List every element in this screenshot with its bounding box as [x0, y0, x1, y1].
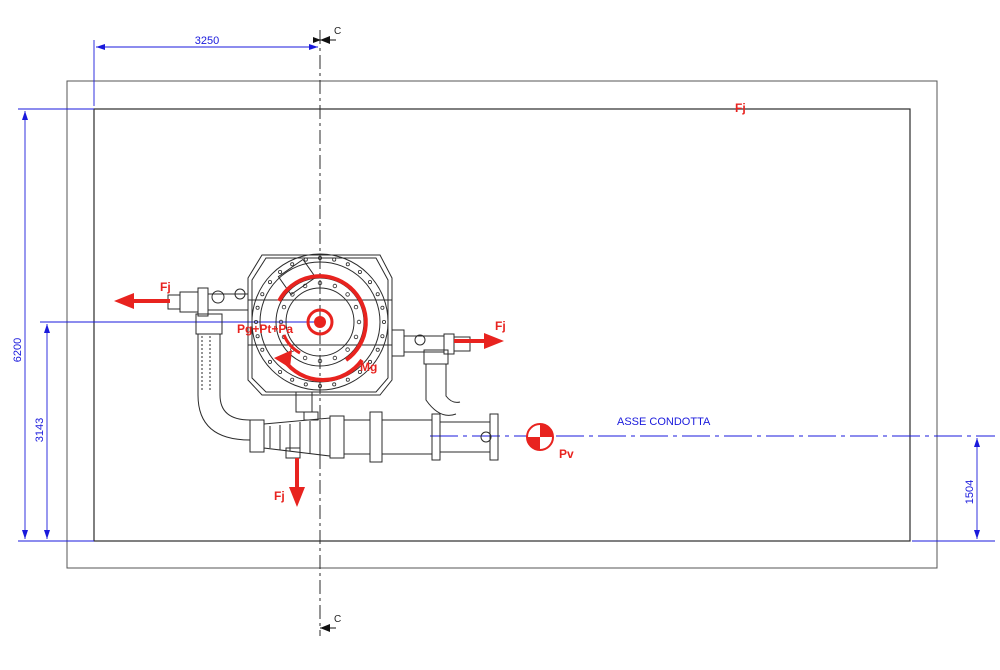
bolt-hole — [380, 305, 385, 310]
force-arrow-right — [454, 333, 504, 349]
bolt-hole — [353, 304, 359, 310]
bolt-hole — [253, 319, 258, 324]
bolt-hole — [356, 319, 362, 325]
bolt-hole — [332, 257, 337, 262]
bolt-hole — [345, 262, 350, 267]
bolt-hole — [260, 292, 265, 297]
bolt-hole — [357, 369, 362, 374]
bolt-hole — [345, 292, 350, 297]
valve-weight-label: Pv — [559, 447, 574, 461]
turbine-casing — [247, 253, 393, 396]
bolt-hole — [260, 347, 265, 352]
bolt-hole — [332, 355, 338, 361]
valve-weight-marker — [526, 423, 554, 451]
bolt-hole — [332, 382, 337, 387]
inner-bolt-ring — [278, 280, 362, 364]
penstock-pipe — [249, 391, 499, 463]
bolt-hole — [303, 257, 308, 262]
force-arrow-left — [114, 293, 170, 309]
bolt-hole — [255, 334, 260, 339]
section-label-top: C — [334, 26, 341, 37]
dimension-top-label: 3250 — [195, 35, 219, 47]
force-arrow-bottom — [289, 458, 305, 507]
section-mark-bottom: C — [320, 614, 341, 632]
bolt-hole — [278, 269, 283, 274]
section-mark-top: C — [313, 26, 341, 44]
casing-bolt-ring — [253, 255, 386, 388]
bolt-hole — [367, 280, 372, 285]
bolt-hole — [303, 382, 308, 387]
bolt-hole — [345, 377, 350, 382]
bolt-hole — [290, 262, 295, 267]
dimension-top: 3250 — [93, 35, 318, 106]
bolt-hole — [367, 359, 372, 364]
bolt-hole — [267, 359, 272, 364]
bolt-hole — [290, 377, 295, 382]
dimension-axis-height: 3143 — [34, 321, 318, 539]
bolt-hole — [317, 255, 322, 260]
bolt-hole — [255, 305, 260, 310]
bolt-hole — [278, 369, 283, 374]
bolt-hole — [267, 280, 272, 285]
bolt-hole — [381, 319, 386, 324]
bolt-hole — [302, 355, 308, 361]
bolt-hole — [375, 347, 380, 352]
moment-label: Mg — [360, 360, 377, 374]
bolt-hole — [317, 358, 323, 364]
dimension-axis-label: 3143 — [34, 418, 46, 442]
left-pipe-connection — [167, 287, 249, 317]
dimension-total-label: 6200 — [12, 338, 24, 362]
section-label-bottom: C — [334, 614, 341, 625]
bolt-hole — [353, 334, 359, 340]
turbine-center-marker — [306, 308, 334, 336]
force-label-left: Fj — [160, 280, 171, 294]
moment-arc — [274, 274, 368, 383]
foundation-inner-outline — [93, 108, 911, 542]
left-bend-pipe — [195, 313, 251, 441]
bolt-hole — [380, 334, 385, 339]
bolt-hole — [357, 269, 362, 274]
bolt-hole — [278, 319, 284, 325]
bolt-hole — [302, 283, 308, 289]
force-label-top: Fj — [735, 101, 746, 115]
force-label-bottom: Fj — [274, 489, 285, 503]
force-label-right: Fj — [495, 319, 506, 333]
pipe-axis-label: ASSE CONDOTTA — [617, 416, 711, 428]
dimension-total-height: 6200 — [12, 108, 94, 542]
bolt-hole — [345, 347, 350, 352]
right-pipe-connection — [391, 329, 471, 416]
bolt-hole — [317, 383, 322, 388]
dimension-pipe-axis-label: 1504 — [964, 480, 976, 504]
bolt-hole — [375, 292, 380, 297]
bolt-hole — [332, 283, 338, 289]
center-loads-label: Pg+Pt+Pa — [237, 322, 293, 336]
foundation-outer-outline — [66, 80, 938, 569]
bolt-hole — [317, 280, 323, 286]
dimension-pipe-axis: 1504 — [912, 438, 995, 542]
bolt-hole — [290, 292, 295, 297]
bolt-hole — [281, 304, 287, 310]
